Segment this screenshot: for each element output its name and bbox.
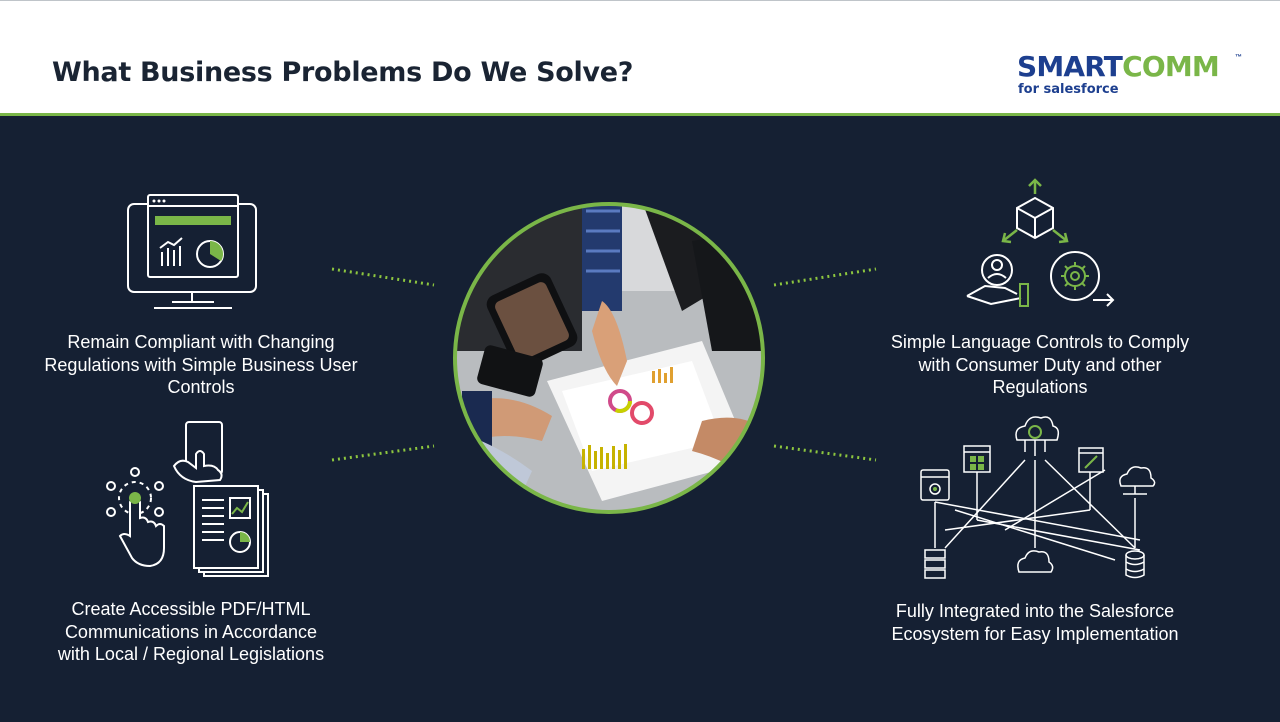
- user-controls-icon: [966, 178, 1115, 307]
- feature-caption-salesforce-integration: Fully Integrated into the Salesforce Eco…: [891, 601, 1179, 644]
- smartcomm-logo: SMARTCOMM ™ for salesforce: [1017, 51, 1257, 103]
- logo-trademark: ™: [1235, 54, 1242, 61]
- page-title: What Business Problems Do We Solve?: [52, 57, 634, 88]
- accessible-documents-icon: [106, 421, 269, 577]
- feature-caption-accessible-pdf: Create Accessible PDF/HTML Communication…: [57, 599, 325, 664]
- connector-top-right: [773, 267, 877, 287]
- feature-caption-simple-language: Simple Language Controls to Comply with …: [890, 332, 1190, 397]
- logo-word-comm: COMM: [1122, 50, 1220, 83]
- monitor-dashboard-icon: [127, 194, 257, 309]
- connector-bottom-left: [331, 444, 435, 462]
- integration-network-icon: [920, 416, 1156, 579]
- connector-top-left: [331, 267, 435, 287]
- header-divider: [0, 113, 1280, 116]
- business-meeting-photo: [453, 202, 765, 514]
- feature-caption-compliance: Remain Compliant with Changing Regulatio…: [44, 332, 358, 397]
- logo-tagline: for salesforce: [1018, 82, 1119, 97]
- header-bar: What Business Problems Do We Solve? SMAR…: [0, 0, 1280, 114]
- logo-word-smart: SMART: [1017, 50, 1123, 83]
- connector-bottom-right: [773, 444, 877, 462]
